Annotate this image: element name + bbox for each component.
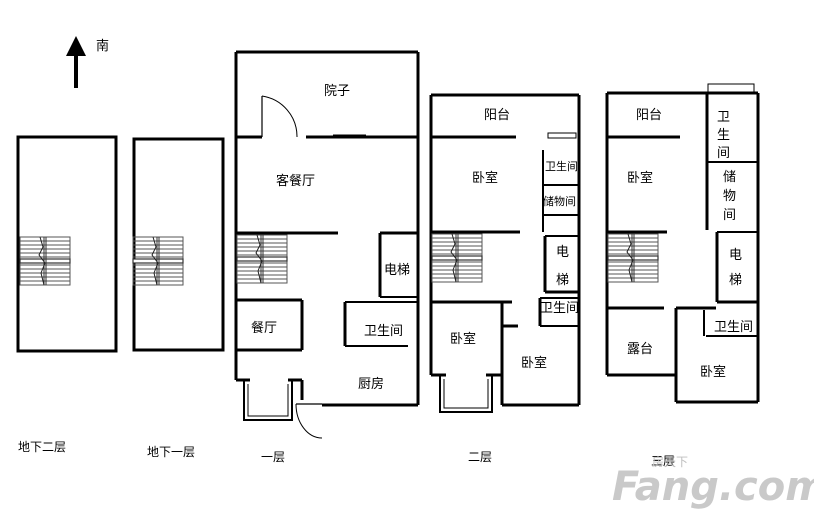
- room-f2-bedroom-right-label: 卧室: [521, 355, 547, 371]
- room-dining-label: 餐厅: [251, 320, 277, 336]
- floor-label-b1: 地下一层: [147, 445, 195, 459]
- room-f3-storage-label-2: 物: [723, 189, 736, 204]
- room-yard-label: 院子: [324, 84, 350, 99]
- basement-2-plan: [16, 135, 118, 353]
- room-f3-balcony-label: 阳台: [636, 108, 662, 123]
- room-f3-bath-bottom-label: 卫生间: [714, 320, 753, 335]
- floor-1-plan: [234, 50, 420, 439]
- room-f3-bath-label-3: 间: [717, 146, 730, 161]
- room-f2-bath-top-label: 卫生间: [545, 159, 578, 173]
- floor-label-b2: 地下二层: [18, 440, 66, 454]
- room-f3-terrace-label: 露台: [627, 342, 653, 357]
- room-f3-bedroom-bottom-label: 卧室: [700, 364, 726, 380]
- room-f2-elevator-label-2: 梯: [556, 273, 569, 288]
- floor-3-plan: [605, 83, 760, 404]
- room-bathroom-label: 卫生间: [364, 324, 403, 339]
- room-f3-storage-label-1: 储: [723, 170, 736, 185]
- basement-1-plan: [132, 137, 225, 352]
- north-arrow-icon: [66, 36, 86, 88]
- room-f3-storage-label-3: 间: [723, 208, 736, 223]
- room-f2-elevator-label-1: 电: [556, 245, 569, 260]
- watermark-logo: Fang.com: [612, 464, 814, 510]
- room-f2-bedroom-main-label: 卧室: [472, 170, 498, 186]
- room-elevator-label: 电梯: [384, 263, 410, 278]
- floor-2-plan: [429, 93, 581, 413]
- floor-label-f1: 一层: [261, 450, 285, 464]
- room-f2-balcony-label: 阳台: [484, 108, 510, 123]
- room-f3-elevator-label-1: 电: [729, 248, 742, 263]
- room-f2-storage-label: 储物间: [543, 194, 576, 208]
- floor-label-f3: 三层: [651, 454, 675, 468]
- room-kitchen-label: 厨房: [358, 376, 384, 392]
- room-f2-bedroom-left-label: 卧室: [450, 331, 476, 347]
- watermark-sub: 房天下: [652, 454, 688, 469]
- room-f3-bath-label-2: 生: [717, 128, 730, 143]
- room-f3-bath-label-1: 卫: [717, 110, 730, 125]
- compass-label: 南: [96, 38, 109, 54]
- room-f2-bath-mid-label: 卫生间: [540, 301, 579, 316]
- room-living-dining-label: 客餐厅: [276, 173, 315, 189]
- room-f3-bedroom-main-label: 卧室: [627, 170, 653, 186]
- room-f3-elevator-label-2: 梯: [729, 273, 742, 288]
- floor-label-f2: 二层: [468, 450, 492, 464]
